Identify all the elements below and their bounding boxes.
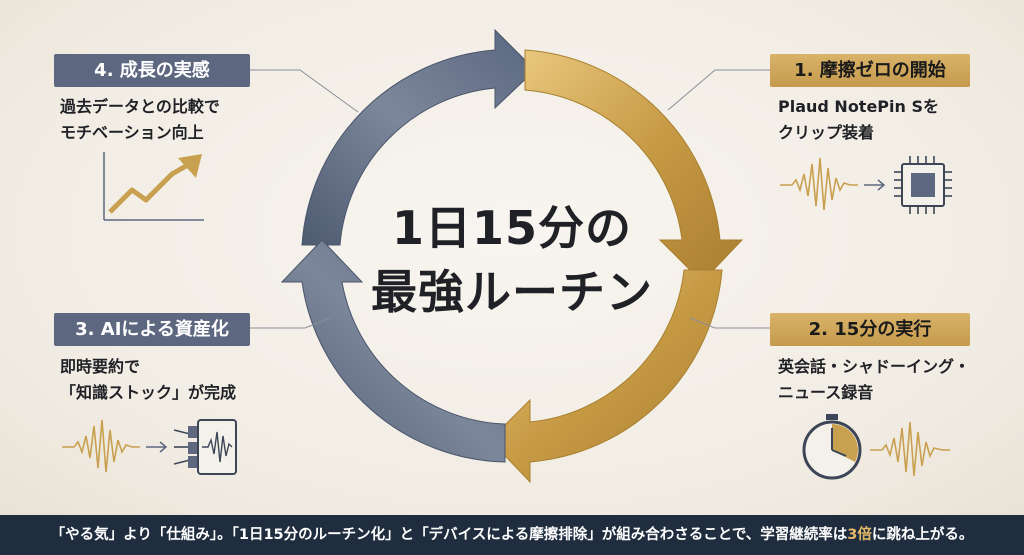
leader-line-3	[250, 317, 331, 329]
growth-chart-arrow-icon	[103, 152, 204, 221]
arrow-slate-left	[280, 239, 506, 463]
leader-line-4	[250, 69, 359, 113]
step-1-desc: Plaud NotePin Sを クリップ装着	[778, 94, 939, 146]
footer-highlight: 3倍	[847, 527, 872, 543]
step-4-desc: 過去データとの比較で モチベーション向上	[60, 94, 220, 146]
title-line-1: 1日15分の	[391, 201, 633, 255]
waveform-to-chip-icon	[780, 156, 952, 214]
stopwatch-waveform-icon	[802, 414, 950, 480]
arrow-slate-top	[301, 28, 536, 246]
step-1-label: 1. 摩擦ゼロの開始	[770, 54, 970, 87]
step-2-label: 2. 15分の実行	[770, 313, 970, 346]
leader-line-1	[667, 69, 770, 111]
footer-text-part2: に跳ね上がる。	[871, 527, 974, 543]
waveform-to-device-icon	[62, 419, 237, 475]
step-2-desc-line-1: 英会話・シャドーイング・	[778, 357, 971, 376]
step-1-desc-line-1: Plaud NotePin Sを	[778, 97, 940, 116]
step-1-desc-line-2: クリップ装着	[778, 123, 875, 142]
arrow-gold-right	[524, 49, 744, 283]
leader-line-2	[689, 317, 770, 329]
step-4-label: 4. 成長の実感	[54, 54, 250, 87]
step-3-desc: 即時要約で 「知識ストック」が完成	[60, 354, 236, 406]
footer-text-part1: 「やる気」より「仕組み」。「1日15分のルーチン化」と「デバイスによる摩擦排除」…	[50, 527, 848, 543]
arrow-gold-bottom	[489, 269, 723, 484]
step-2-desc-line-2: ニュース録音	[778, 383, 874, 402]
footer-banner: 「やる気」より「仕組み」。「1日15分のルーチン化」と「デバイスによる摩擦排除」…	[0, 515, 1024, 555]
step-4-desc-line-2: モチベーション向上	[60, 123, 204, 142]
center-title: 1日15分の 最強ルーチン	[342, 196, 682, 324]
step-3-label: 3. AIによる資産化	[54, 313, 250, 346]
cycle-arrows	[250, 28, 770, 484]
step-2-desc: 英会話・シャドーイング・ ニュース録音	[778, 354, 970, 406]
step-4-desc-line-1: 過去データとの比較で	[60, 97, 220, 116]
step-3-desc-line-1: 即時要約で	[60, 357, 141, 376]
step-3-desc-line-2: 「知識ストック」が完成	[60, 383, 237, 402]
title-line-2: 最強ルーチン	[371, 265, 653, 319]
